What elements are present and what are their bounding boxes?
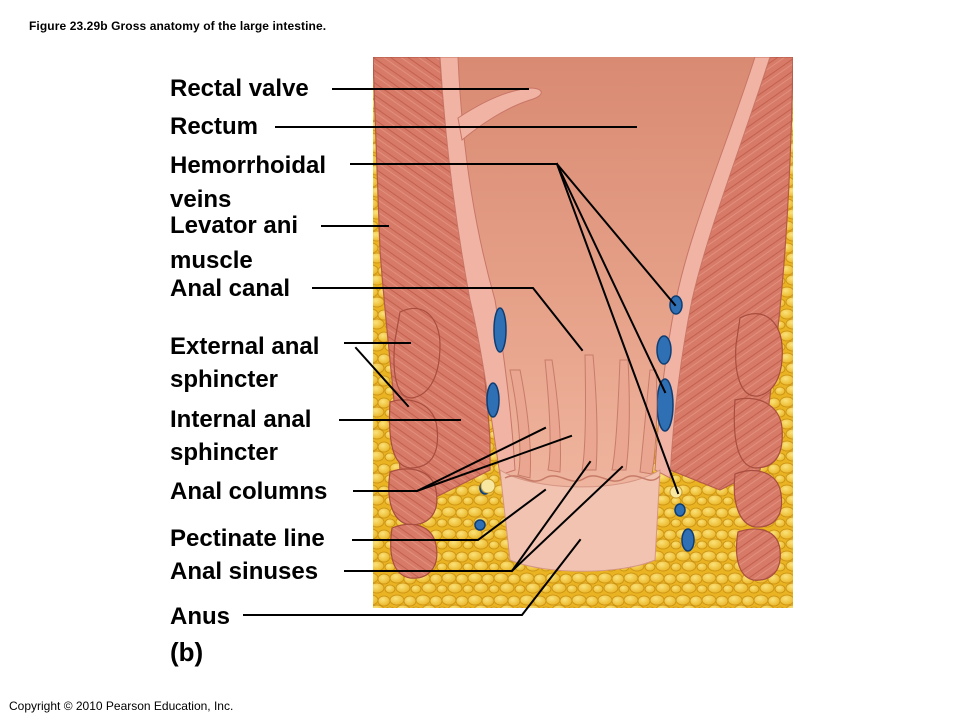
label-levator-ani-line2: muscle: [170, 247, 253, 274]
copyright-notice: Copyright © 2010 Pearson Education, Inc.: [9, 699, 234, 713]
label-hemorrhoidal-veins-line2: veins: [170, 186, 232, 213]
label-external-sphincter-line1: External anal: [170, 333, 320, 360]
label-hemorrhoidal-veins-line1: Hemorrhoidal: [170, 152, 327, 179]
leader-anus: [243, 538, 582, 616]
label-pectinate-line: Pectinate line: [170, 525, 325, 552]
leader-lines: [243, 88, 680, 616]
leader-anal-columns-2: [415, 434, 573, 493]
label-rectum: Rectum: [170, 113, 259, 140]
leader-pectinate-line: [352, 488, 547, 541]
label-rectal-valve: Rectal valve: [170, 75, 309, 102]
label-anal-columns: Anal columns: [170, 478, 328, 505]
right-hemorrhoidal-veins: [656, 295, 695, 552]
label-external-sphincter-line2: sphincter: [170, 366, 279, 393]
figure-caption: Figure 23.29b Gross anatomy of the large…: [29, 19, 327, 33]
label-levator-ani-line1: Levator ani: [170, 212, 299, 239]
left-mucosa: [439, 57, 516, 476]
right-external-sphincter: [733, 313, 783, 581]
label-internal-sphincter-line2: sphincter: [170, 439, 279, 466]
label-anal-sinuses: Anal sinuses: [170, 558, 319, 585]
leader-external-sphincter-2: [354, 346, 410, 408]
leader-hemorrhoidal-veins-3: [555, 162, 680, 495]
right-mucosa: [654, 57, 771, 479]
leader-anal-sinuses-2: [510, 465, 624, 573]
left-hemorrhoidal-veins: [474, 307, 507, 531]
anal-columns: [509, 354, 658, 479]
leader-anal-canal: [312, 287, 584, 352]
leader-hemorrhoidal-veins-2: [555, 162, 667, 394]
pectinate-line-mark: [504, 475, 661, 482]
left-external-sphincter: [388, 307, 441, 579]
perianal-glands: [480, 478, 683, 499]
label-anal-canal: Anal canal: [170, 275, 291, 302]
panel-label: (b): [170, 637, 204, 667]
label-anus: Anus: [170, 603, 230, 630]
label-internal-sphincter-line1: Internal anal: [170, 406, 312, 433]
